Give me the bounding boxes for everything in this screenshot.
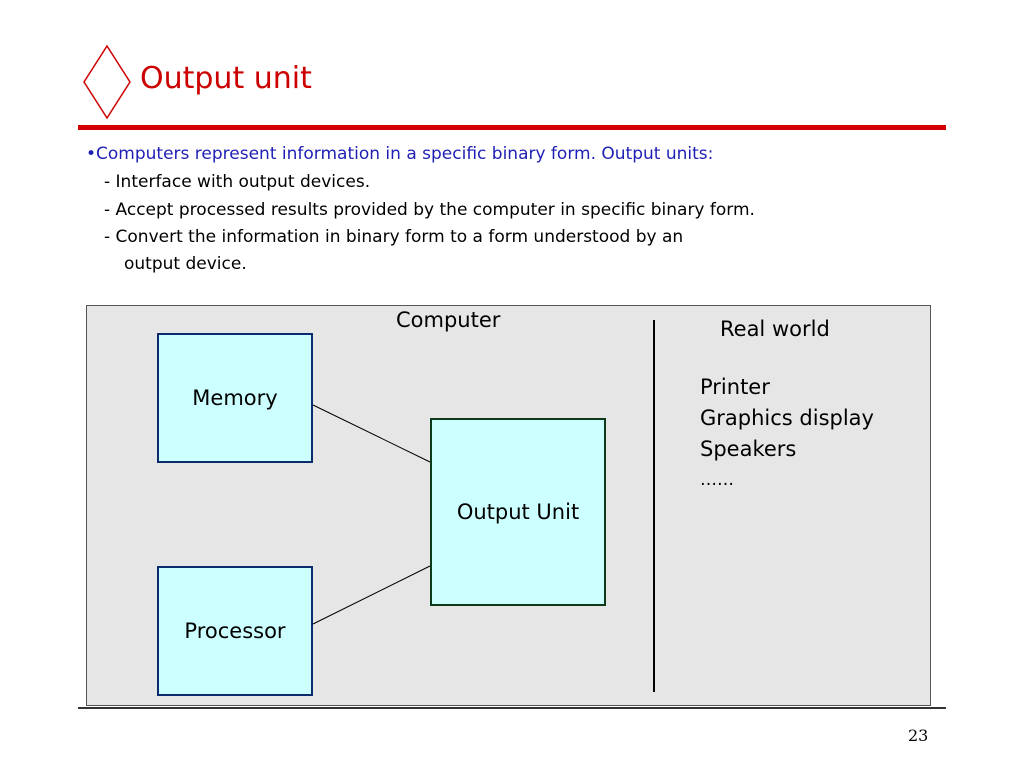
bottom-divider xyxy=(78,707,946,709)
page-number: 23 xyxy=(908,726,929,745)
processor-label: Processor xyxy=(184,619,286,643)
output-unit-box: Output Unit xyxy=(430,418,606,606)
bullet-main: •Computers represent information in a sp… xyxy=(86,144,714,164)
title-divider xyxy=(78,125,946,130)
device-item: Printer xyxy=(700,375,770,399)
computer-label: Computer xyxy=(396,308,501,332)
bullet-sub-item-continuation: output device. xyxy=(124,254,247,274)
computer-realworld-divider xyxy=(653,320,655,692)
bullet-sub-item: - Accept processed results provided by t… xyxy=(104,200,755,220)
device-item: Graphics display xyxy=(700,406,874,430)
bullet-sub-item: - Interface with output devices. xyxy=(104,172,371,192)
memory-box: Memory xyxy=(157,333,313,463)
real-world-label: Real world xyxy=(720,317,830,341)
memory-label: Memory xyxy=(192,386,278,410)
diamond-icon xyxy=(83,44,131,120)
device-item: Speakers xyxy=(700,437,797,461)
device-item-ellipsis: …… xyxy=(700,470,734,490)
slide-title: Output unit xyxy=(140,61,312,96)
bullet-sub-item: - Convert the information in binary form… xyxy=(104,227,684,247)
output-unit-label: Output Unit xyxy=(456,500,580,524)
processor-box: Processor xyxy=(157,566,313,696)
